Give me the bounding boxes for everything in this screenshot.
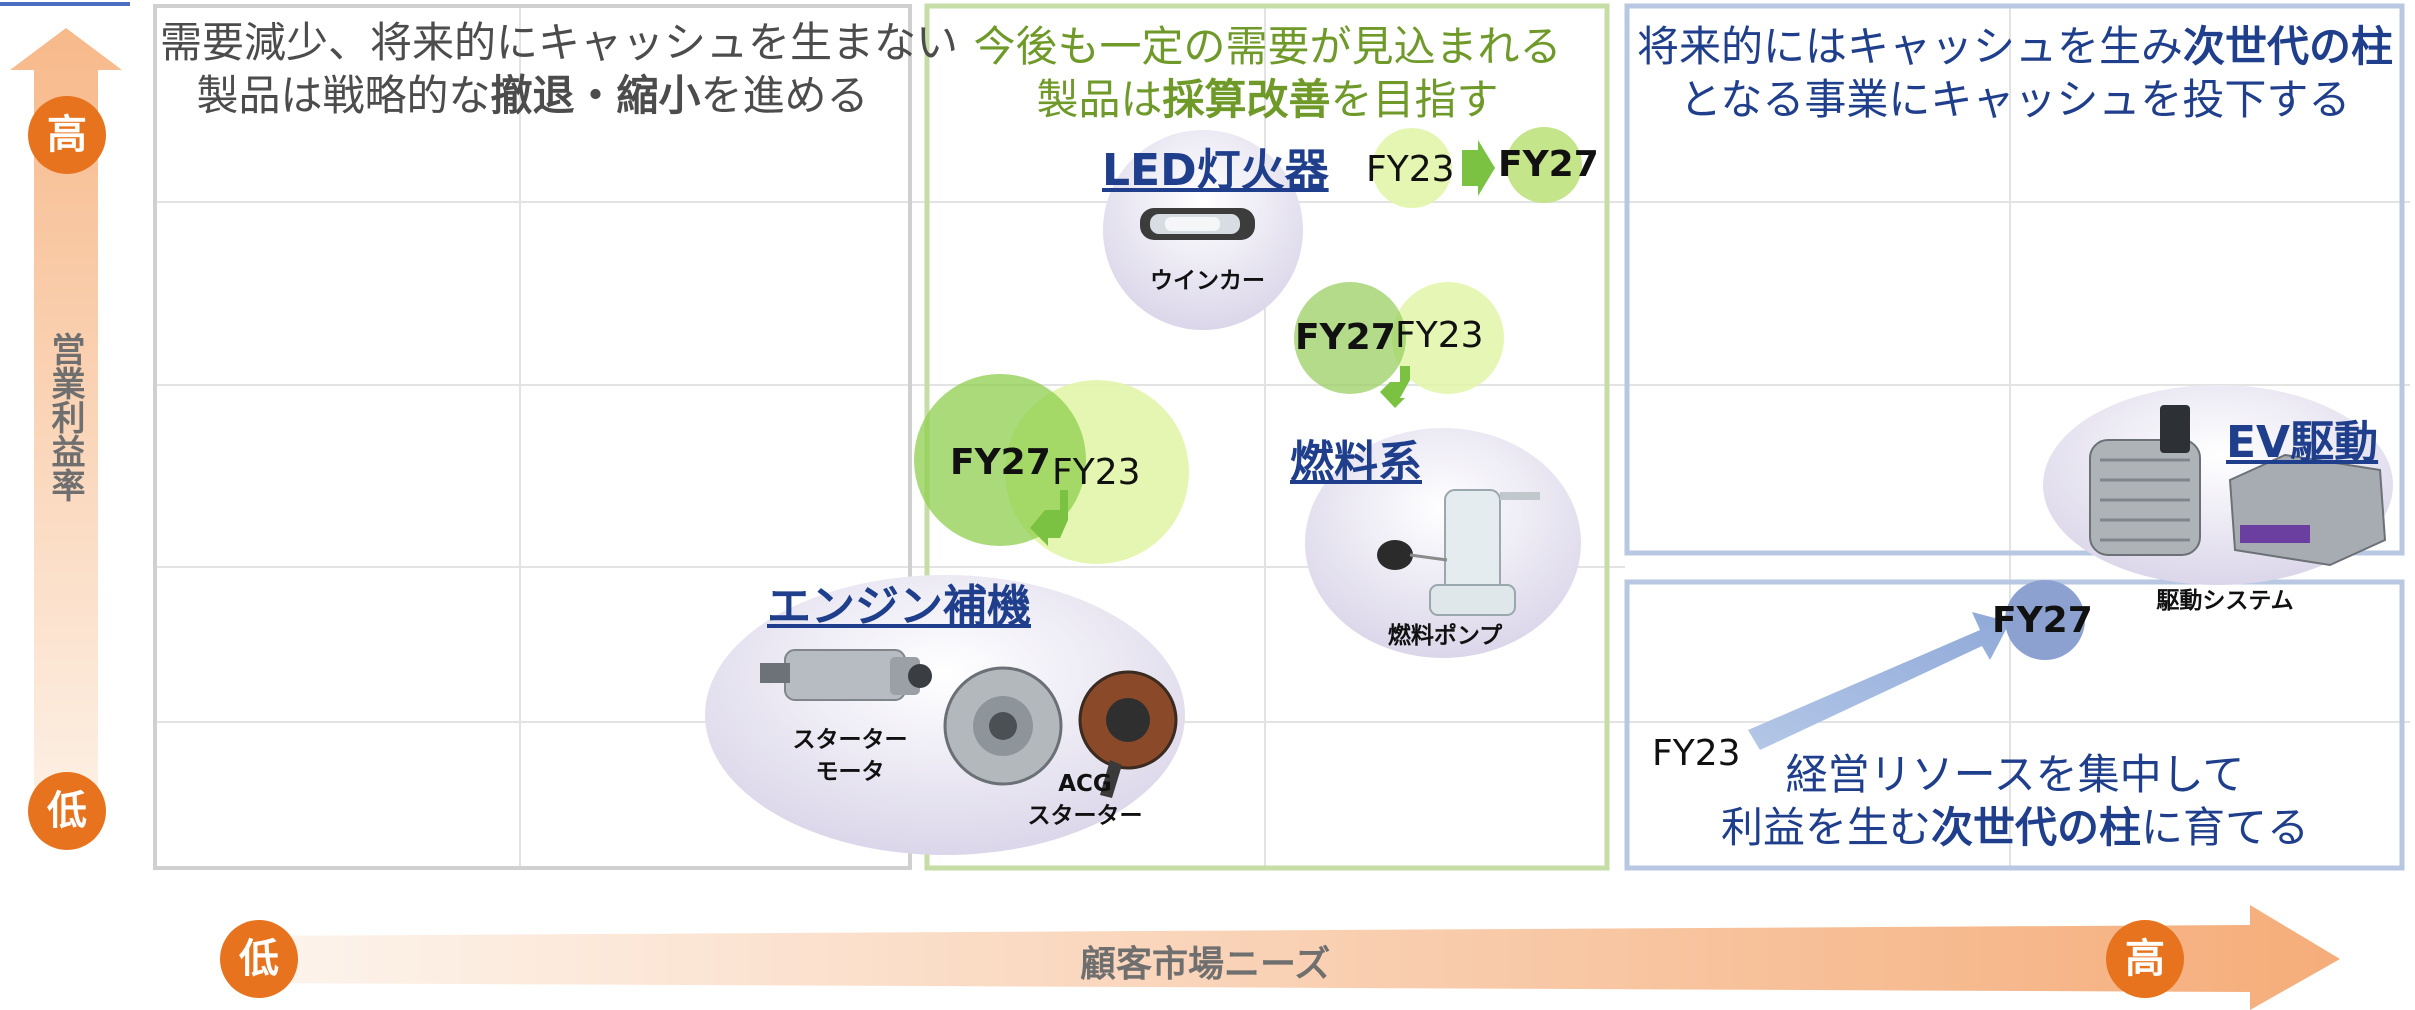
right-top-zone-title: 将来的にはキャッシュを生み次世代の柱 となる事業にキャッシュを投下する — [1636, 22, 2394, 124]
fuel-pump-image — [1377, 489, 1540, 616]
fuel-fy27: FY27 — [1295, 317, 1396, 358]
horizontal-axis-arrow — [235, 905, 2340, 1010]
x-axis-label: 顧客市場ニーズ — [1080, 944, 1331, 985]
middle-zone-title: 今後も一定の需要が見込まれる 製品は採算改善を目指す — [973, 22, 1562, 124]
y-axis-label: 営業利益率 — [45, 332, 85, 502]
right-bottom-zone-title: 経営リソースを集中して 利益を生む次世代の柱に育てる — [1720, 750, 2310, 852]
acg-stator-image — [1078, 670, 1178, 798]
fuel-pump-label: 燃料ポンプ — [1387, 623, 1503, 649]
ev-fy23: FY23 — [1652, 733, 1741, 774]
led-fy23: FY23 — [1366, 149, 1455, 190]
ev-controller-image — [2228, 453, 2387, 567]
ev-motor-image — [2089, 405, 2201, 556]
starter-motor-image — [760, 649, 932, 701]
winker-image — [1140, 208, 1255, 240]
x-axis-high-badge: 高 — [2106, 920, 2184, 998]
ev-product-title: EV駆動 — [2226, 417, 2379, 468]
left-zone-title: 需要減少、将来的にキャッシュを生まない 製品は戦略的な撤退・縮小を進める — [160, 18, 959, 120]
led-product-title: LED灯火器 — [1102, 145, 1329, 196]
engine-fy27: FY27 — [950, 442, 1051, 483]
acg-flywheel-image — [943, 666, 1063, 786]
acg-starter-label: ACG スターター — [1027, 771, 1143, 829]
engine-product-title: エンジン補機 — [767, 581, 1031, 632]
fuel-fy23: FY23 — [1395, 315, 1484, 356]
engine-fy23: FY23 — [1052, 452, 1141, 493]
x-axis-low-badge: 低 — [220, 920, 298, 998]
led-fy27: FY27 — [1498, 144, 1599, 185]
winker-label: ウインカー — [1150, 268, 1265, 294]
y-axis-high-badge: 高 — [28, 96, 106, 174]
fuel-product-title: 燃料系 — [1290, 437, 1422, 488]
y-axis-low-badge: 低 — [28, 772, 106, 850]
starter-motor-label: スターター モータ — [792, 727, 908, 785]
ev-fy27: FY27 — [1992, 600, 2093, 641]
ev-drive-system-label: 駆動システム — [2156, 588, 2294, 614]
